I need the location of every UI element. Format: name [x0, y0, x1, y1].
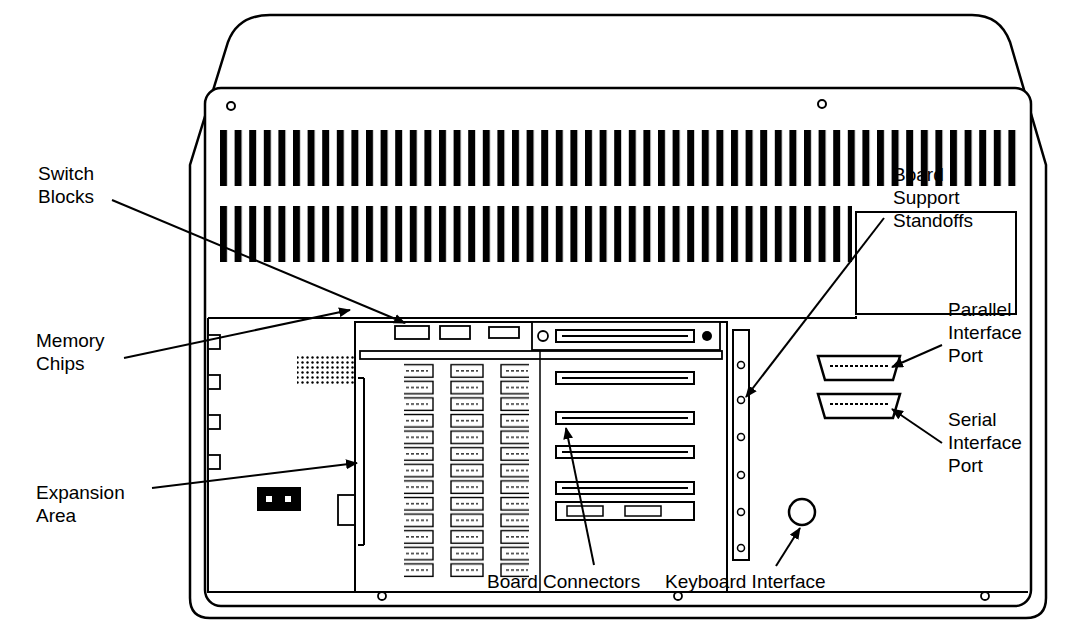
leader-line [112, 200, 405, 323]
leader-line [746, 218, 884, 397]
switch-block [440, 326, 470, 339]
board-connector [556, 372, 694, 384]
callout-label: Serial Interface Port [948, 408, 1038, 478]
standoff-strip [733, 330, 749, 560]
board-connector [556, 446, 694, 458]
dotted-area [297, 355, 355, 385]
slot-frame [532, 322, 720, 350]
parallel-port [818, 356, 900, 380]
board-divider [539, 322, 541, 592]
leader-line [776, 528, 800, 566]
io-panel [208, 316, 1028, 592]
callout-label: Memory Chips [36, 329, 126, 375]
leader-line [892, 345, 942, 367]
tab [208, 375, 220, 389]
callout-label: Keyboard Interface [665, 570, 826, 593]
screw [227, 102, 235, 110]
chip-column [404, 363, 438, 579]
vent-row [220, 206, 852, 262]
socket-pin [285, 496, 291, 502]
system-board [355, 322, 727, 592]
chip-column [450, 363, 484, 579]
leader-line [566, 428, 594, 565]
callout-label: Switch Blocks [38, 162, 118, 208]
leader-line [892, 409, 942, 443]
socket-pin [266, 496, 272, 502]
keyboard-jack [789, 499, 815, 525]
leader-line [152, 463, 357, 488]
tab [208, 455, 220, 469]
tab [208, 415, 220, 429]
callout-label: Expansion Area [36, 481, 146, 527]
power-socket [257, 487, 301, 511]
screw [818, 100, 826, 108]
callout-label: Parallel Interface Port [948, 298, 1038, 368]
board-connector [556, 412, 694, 424]
support-bar [360, 351, 722, 359]
clip [338, 495, 356, 525]
chip-column [495, 363, 529, 579]
leader-line [124, 310, 350, 358]
board-connector [556, 330, 694, 342]
expansion-bracket [363, 378, 365, 545]
callout-label: Board Connectors [487, 570, 640, 593]
chip [489, 327, 519, 338]
rear-panel [205, 88, 1031, 606]
serial-port [818, 394, 900, 418]
switch-block [395, 326, 429, 339]
board-connector [556, 502, 694, 520]
callout-label: Board Support Standoffs [893, 163, 993, 233]
